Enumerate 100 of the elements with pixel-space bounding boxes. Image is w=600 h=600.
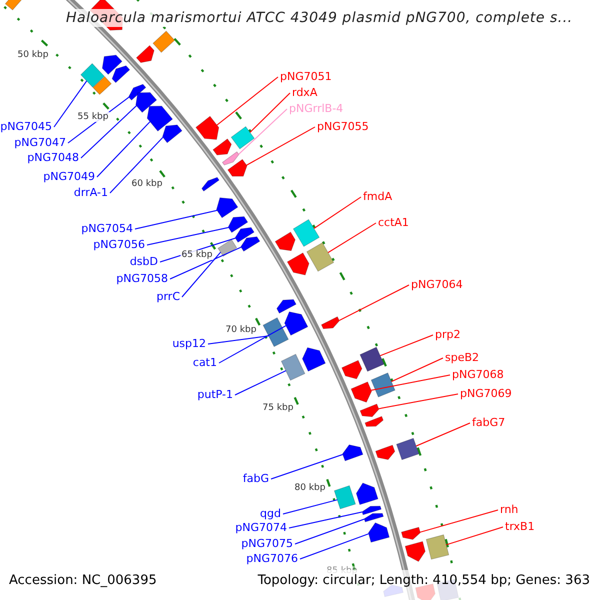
- leader-line: [54, 80, 88, 128]
- gene-feature: [146, 106, 173, 132]
- gene-label: pNG7074: [235, 521, 287, 535]
- gene-feature: [216, 197, 238, 218]
- gene-label: drrA-1: [74, 186, 108, 200]
- gene-label: pNG7054: [81, 222, 133, 236]
- gene-label: rdxA: [292, 86, 318, 100]
- gene-feature: [227, 158, 248, 176]
- gene-label: pNG7069: [460, 387, 512, 401]
- gene-label: fabG7: [472, 416, 506, 430]
- gene-label: pNG7045: [0, 120, 52, 134]
- gene-label: qgd: [260, 507, 281, 521]
- accession-note: Accession: NC_006395: [9, 573, 157, 589]
- gene-feature: [230, 126, 255, 150]
- gene-label: trxB1: [505, 520, 535, 534]
- gene-feature: [276, 299, 296, 314]
- gene-feature: [364, 416, 384, 427]
- gene-label: fabG: [242, 472, 269, 486]
- leader-line: [378, 394, 458, 410]
- leader-line: [170, 246, 242, 280]
- gene-feature: [195, 116, 220, 140]
- topology-note: Topology: circular; Length: 410,554 bp; Genes: 363: [258, 573, 590, 589]
- gene-feature: [201, 177, 220, 192]
- scale-label: 50 kbp: [16, 50, 50, 60]
- gene-feature: [136, 45, 154, 63]
- gene-feature: [102, 54, 122, 75]
- gene-feature: [162, 124, 182, 144]
- leader-line: [446, 526, 504, 546]
- leader-line: [246, 126, 316, 166]
- gene-label: pNG7049: [43, 170, 95, 184]
- gene-feature: [286, 252, 310, 276]
- leader-line: [234, 370, 286, 396]
- scale-label: 65 kbp: [180, 250, 214, 260]
- gene-feature: [302, 347, 326, 372]
- leader-line: [182, 252, 222, 298]
- scale-label: 55 kbp: [76, 112, 110, 122]
- gene-feature: [404, 541, 426, 562]
- gene-feature: [112, 65, 130, 84]
- leader-line: [96, 121, 150, 178]
- gene-feature: [240, 236, 260, 252]
- gene-label: pNG7076: [246, 552, 298, 566]
- gene-feature: [92, 76, 112, 95]
- scale-label: 70 kbp: [224, 325, 258, 335]
- gene-label: pNG7056: [93, 238, 145, 252]
- gene-feature: [375, 444, 396, 460]
- gene-label: fmdA: [363, 190, 392, 204]
- leader-line: [80, 105, 137, 158]
- gene-feature: [426, 534, 450, 560]
- gene-label: pNG7048: [27, 151, 79, 165]
- gene-label: pNG7047: [14, 136, 66, 150]
- gene-label: pNG7055: [317, 120, 369, 134]
- leader-line: [314, 196, 362, 229]
- gene-feature: [222, 151, 240, 166]
- gene-label: prp2: [435, 328, 460, 342]
- gene-label: speB2: [445, 351, 480, 365]
- gene-feature: [306, 242, 334, 272]
- leader-line: [238, 108, 288, 155]
- gene-label: pNG7051: [280, 70, 332, 84]
- leader-line: [338, 284, 410, 321]
- leader-line: [370, 374, 450, 391]
- gene-feature: [152, 30, 176, 53]
- gene-label: cctA1: [378, 216, 409, 230]
- leader-line: [380, 334, 434, 356]
- leader-line: [134, 210, 218, 230]
- leader-line: [390, 358, 444, 382]
- gene-feature: [341, 360, 362, 380]
- leader-line: [208, 335, 270, 344]
- gene-label: rnh: [500, 503, 518, 517]
- gene-feature: [360, 346, 384, 372]
- gene-feature: [364, 513, 384, 522]
- gene-label: dsbD: [130, 255, 158, 269]
- gene-feature: [234, 227, 255, 243]
- gene-label: prrC: [156, 290, 180, 304]
- gene-feature: [228, 216, 248, 233]
- gene-feature: [4, 0, 24, 10]
- gene-feature: [401, 526, 421, 540]
- gene-label: cat1: [192, 356, 217, 370]
- leader-line: [216, 76, 278, 126]
- scale-label: 60 kbp: [130, 179, 164, 189]
- gene-label: pNG7075: [241, 537, 293, 551]
- leader-line: [282, 499, 338, 514]
- leader-line: [420, 510, 498, 533]
- gene-label: pNGrrlB-4: [289, 102, 344, 116]
- gene-feature: [218, 239, 238, 257]
- gene-feature: [262, 317, 289, 347]
- gene-feature: [135, 92, 158, 113]
- gene-label: pNG7068: [452, 368, 504, 382]
- leader-line: [288, 512, 363, 528]
- gene-feature: [80, 63, 105, 88]
- leader-line: [250, 92, 290, 133]
- leader-line: [416, 422, 470, 446]
- gene-feature: [128, 84, 146, 101]
- gene-feature: [350, 382, 372, 403]
- gene-feature: [284, 311, 308, 336]
- leader-line: [328, 222, 376, 254]
- gene-feature: [292, 219, 320, 247]
- leader-line: [294, 518, 365, 544]
- gene-label: pNG7064: [411, 278, 463, 292]
- gene-label: putP-1: [197, 388, 233, 402]
- gene-feature: [360, 404, 380, 418]
